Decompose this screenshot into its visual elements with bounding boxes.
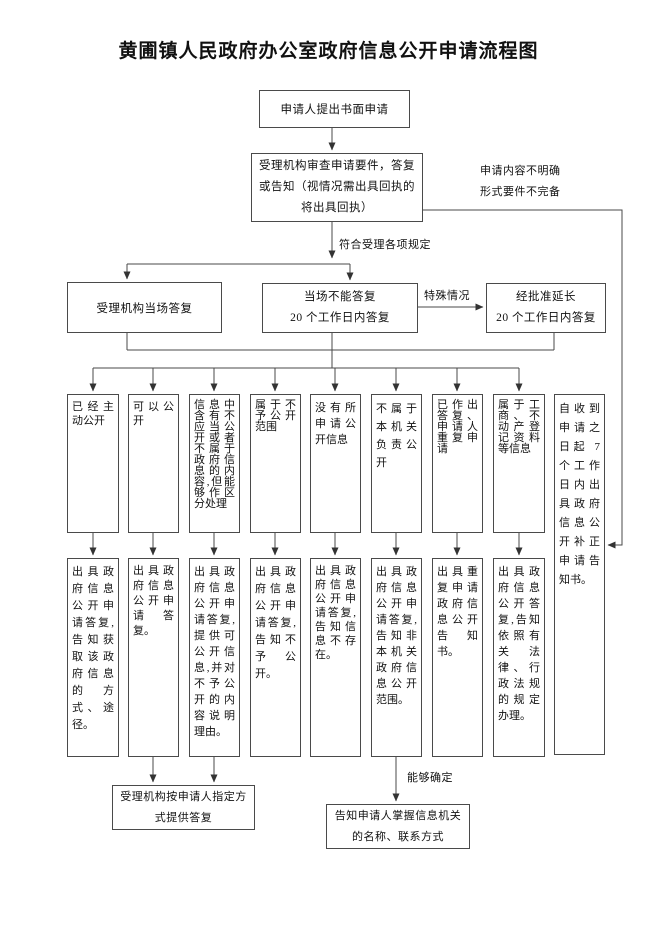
outcome-box-ways-to-obtain: 出具政府信息公开申请答复,告知获取该政府信息的方式、途径。 [67, 558, 119, 757]
label-form-incomplete: 形式要件不完备 [480, 186, 561, 198]
reply-onsite-box: 受理机构当场答复 [67, 282, 222, 333]
apply-box: 申请人提出书面申请 [259, 90, 410, 128]
condition-box-repeat-application: 已作出答复、申请人重复申请 [432, 394, 483, 533]
condition-box-non-disclosure-scope: 属于不予公开范围 [250, 394, 301, 533]
inform-agency-box: 告知申请人掌握信息机关的名称、联系方式 [326, 804, 470, 849]
apply-box-label: 申请人提出书面申请 [280, 104, 389, 116]
review-box: 受理机构审查申请要件，答复或告知（视情况需出具回执的将出具回执） [251, 153, 423, 222]
outcome-box-not-this-agency-reply: 出具政府信息公开申请答复,告知非本机关政府信息公开范围。 [371, 558, 422, 757]
supplement-notice-box: 自收到申请之日起 7 个工作日内出具政府信息公开补正申请告知书。 [554, 394, 605, 755]
label-can-determine: 能够确定 [407, 772, 453, 784]
condition-box-can-disclose: 可以公开 [128, 394, 179, 533]
outcome-box-repeat-notice: 出具重复申请政府信息公开告知书。 [432, 558, 483, 757]
reply-20days-box: 当场不能答复 20 个工作日内答复 [262, 283, 418, 333]
condition-box-not-this-agency: 不属于本机关负责公开 [371, 394, 422, 533]
outcome-box-refuse-disclose: 出具政府信息公开申请答复,告知不予公开。 [250, 558, 301, 757]
condition-box-info-not-exist: 没有所申请公开信息 [310, 394, 361, 533]
label-special-case: 特殊情况 [424, 290, 470, 302]
reply-20days-line2: 20 个工作日内答复 [290, 312, 390, 324]
condition-box-already-public: 已经主动公开 [67, 394, 119, 533]
extend-line2: 20 个工作日内答复 [496, 312, 596, 324]
outcome-box-per-laws: 出具政府信息公开答复,告知依照有关法律、行政法规的规定办理。 [493, 558, 545, 757]
condition-box-registration-materials: 属于工商、不动产登记资料等信息 [493, 394, 545, 533]
outcome-box-not-exist-reply: 出具政府信息公开申请答复,告知信息不存在。 [310, 558, 361, 757]
outcome-box-partial-reply: 出具政府信息公开申请答复,提供可公开信息,并对不予公开的内容说明理由。 [189, 558, 240, 757]
extend-box: 经批准延长 20 个工作日内答复 [486, 283, 606, 333]
review-box-label: 受理机构审查申请要件，答复或告知（视情况需出具回执的将出具回执） [259, 160, 415, 214]
outcome-box-reply: 出具政府信息公开申请答复。 [128, 558, 179, 757]
label-content-unclear: 申请内容不明确 [480, 165, 561, 177]
reply-20days-line1: 当场不能答复 [304, 291, 376, 303]
provide-reply-box: 受理机构按申请人指定方式提供答复 [112, 785, 255, 830]
page-title: 黄圃镇人民政府办公室政府信息公开申请流程图 [118, 41, 539, 62]
inform-agency-label: 告知申请人掌握信息机关的名称、联系方式 [334, 809, 462, 843]
provide-reply-label: 受理机构按申请人指定方式提供答复 [120, 790, 247, 824]
condition-box-partial-disclose: 信息中含有不应当公开或者不属于政府信息的内容,但能够作区分处理 [189, 394, 240, 533]
extend-line1: 经批准延长 [516, 291, 576, 303]
label-meets-rules: 符合受理各项规定 [339, 239, 431, 251]
reply-onsite-label: 受理机构当场答复 [96, 302, 193, 315]
